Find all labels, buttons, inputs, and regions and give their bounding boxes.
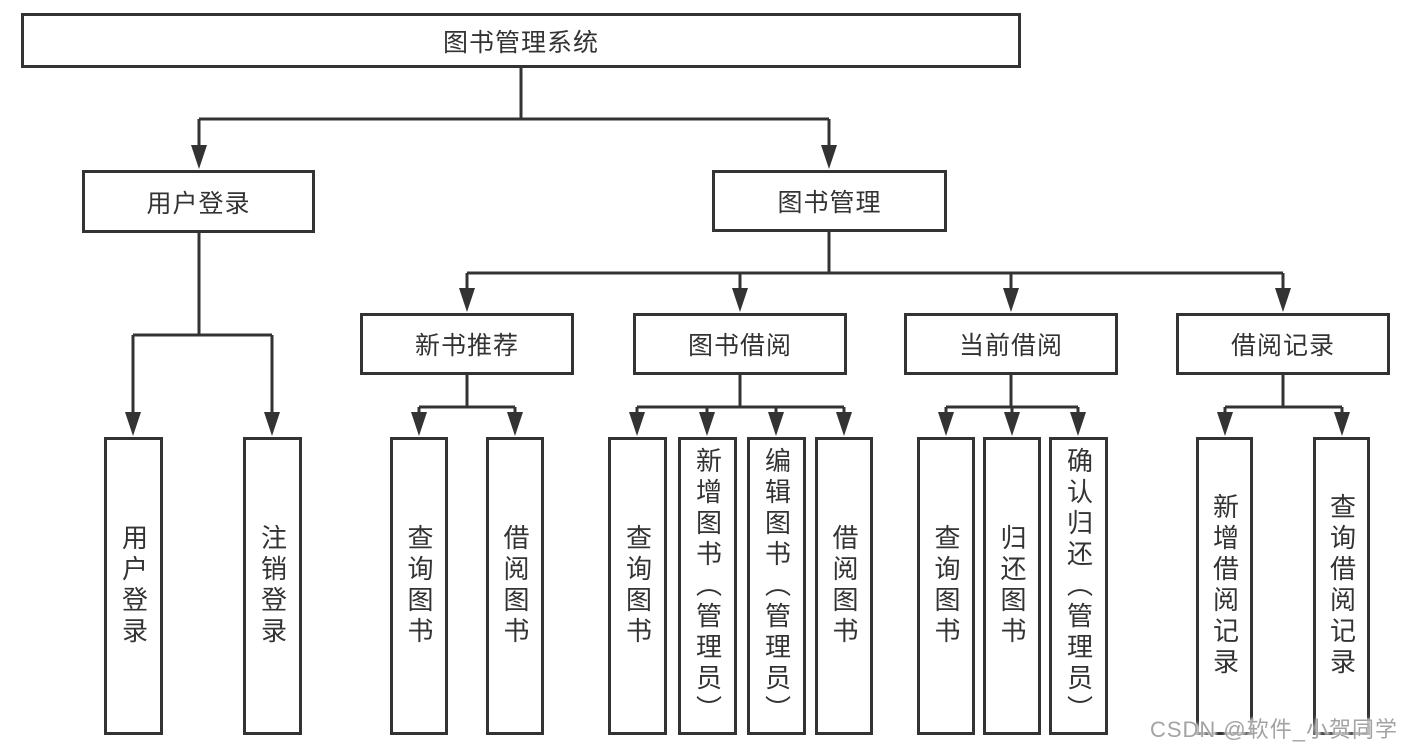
leaf-query-books-borrow-label: 查询图书: [622, 524, 653, 648]
arrow-down-icon: [836, 412, 852, 436]
arrow-down-icon: [191, 145, 207, 169]
leaf-logout: 注销登录: [243, 437, 302, 735]
node-borrow-records-label: 借阅记录: [1230, 332, 1335, 360]
leaf-query-books-recommend: 查询图书: [390, 437, 448, 735]
connector-user-login: [131, 233, 274, 418]
connector-book-management: [465, 232, 1285, 295]
arrow-down-icon: [1275, 288, 1291, 312]
connector-borrow-records: [1223, 375, 1344, 418]
leaf-query-borrow-record: 查询借阅记录: [1313, 437, 1370, 735]
node-root-label: 图书管理系统: [442, 28, 599, 57]
node-book-borrow: 图书借阅: [633, 313, 847, 375]
leaf-add-borrow-record: 新增借阅记录: [1196, 437, 1253, 735]
arrow-down-icon: [507, 412, 523, 436]
node-new-book-recommend: 新书推荐: [360, 313, 574, 375]
leaf-borrow-books: 借阅图书: [815, 437, 873, 735]
node-user-login: 用户登录: [82, 170, 315, 233]
arrow-down-icon: [768, 412, 784, 436]
leaf-borrow-books-label: 借阅图书: [829, 524, 859, 648]
leaf-confirm-return-admin: 确认归还（管理员）: [1049, 437, 1108, 735]
arrow-down-icon: [1334, 412, 1350, 436]
leaf-return-book: 归还图书: [983, 437, 1041, 735]
connector-root: [197, 68, 831, 150]
node-book-management: 图书管理: [712, 170, 947, 232]
node-root: 图书管理系统: [21, 13, 1021, 68]
arrowheads: [125, 145, 1350, 436]
arrow-down-icon: [821, 145, 837, 169]
leaf-logout-label: 注销登录: [257, 524, 288, 648]
watermark: CSDN @软件_小贺同学: [1149, 717, 1398, 742]
node-book-borrow-label: 图书借阅: [687, 332, 792, 360]
leaf-add-book-admin: 新增图书（管理员）: [678, 437, 737, 735]
node-borrow-records: 借阅记录: [1176, 313, 1390, 375]
leaf-query-books-current-label: 查询图书: [931, 524, 961, 648]
arrow-down-icon: [125, 412, 141, 436]
leaf-query-books-recommend-label: 查询图书: [404, 524, 434, 648]
arrow-down-icon: [938, 412, 954, 436]
arrow-down-icon: [1004, 412, 1020, 436]
connector-new-book-recommend: [417, 375, 517, 418]
node-current-borrow: 当前借阅: [904, 313, 1118, 375]
leaf-return-book-label: 归还图书: [997, 524, 1027, 648]
leaf-edit-book-admin: 编辑图书（管理员）: [747, 437, 806, 735]
connector-book-borrow: [635, 375, 846, 418]
arrow-down-icon: [264, 412, 280, 436]
arrow-down-icon: [1217, 412, 1233, 436]
arrow-down-icon: [629, 412, 645, 436]
leaf-user-login: 用户登录: [104, 437, 163, 735]
node-new-book-recommend-label: 新书推荐: [414, 332, 519, 360]
leaf-query-borrow-record-label: 查询借阅记录: [1326, 493, 1357, 679]
leaf-edit-book-admin-label: 编辑图书（管理员）: [761, 446, 792, 726]
connector-current-borrow: [944, 375, 1080, 418]
leaf-borrow-books-recommend: 借阅图书: [486, 437, 544, 735]
node-user-login-label: 用户登录: [146, 189, 251, 218]
leaf-query-books-current: 查询图书: [917, 437, 975, 735]
arrow-down-icon: [1070, 412, 1086, 436]
arrow-down-icon: [699, 412, 715, 436]
arrow-down-icon: [411, 412, 427, 436]
arrow-down-icon: [732, 288, 748, 312]
arrow-down-icon: [1003, 288, 1019, 312]
leaf-borrow-books-recommend-label: 借阅图书: [500, 524, 530, 648]
arrow-down-icon: [459, 288, 475, 312]
leaf-add-book-admin-label: 新增图书（管理员）: [692, 446, 723, 726]
node-book-management-label: 图书管理: [777, 189, 882, 217]
leaf-add-borrow-record-label: 新增借阅记录: [1209, 493, 1240, 679]
node-current-borrow-label: 当前借阅: [958, 332, 1063, 360]
leaf-query-books-borrow: 查询图书: [608, 437, 667, 735]
leaf-user-login-label: 用户登录: [118, 524, 149, 648]
leaf-confirm-return-admin-label: 确认归还（管理员）: [1063, 446, 1094, 726]
